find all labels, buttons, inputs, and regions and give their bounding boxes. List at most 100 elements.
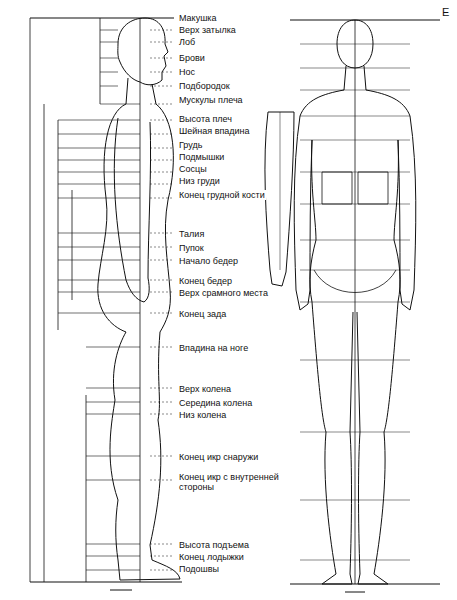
body-part-label: Шейная впадина [178, 126, 251, 136]
body-part-label: Нос [178, 67, 196, 77]
figure-line [150, 160, 174, 161]
figure-line [150, 402, 174, 403]
body-part-label: Лоб [178, 37, 196, 47]
figure-line [300, 240, 410, 241]
figure-line [58, 247, 140, 248]
figure-line [58, 280, 140, 281]
figure-line [150, 58, 174, 59]
figure-line [100, 104, 140, 105]
body-part-label: Низ колена [178, 410, 227, 420]
body-part-label: Сосцы [178, 164, 208, 174]
body-part-label: Макушка [178, 13, 218, 23]
figure-line [312, 302, 353, 584]
body-part-label: Высота подъема [178, 540, 250, 550]
figure-line [398, 116, 416, 310]
figure-line [300, 44, 410, 45]
figure-line [58, 313, 140, 314]
body-part-label: Брови [178, 53, 206, 63]
figure-line [300, 204, 410, 205]
figure-line [86, 414, 140, 415]
figure-line [58, 292, 140, 293]
figure-line [100, 18, 101, 104]
figure-line [300, 90, 410, 116]
figure-line [100, 42, 118, 43]
plate-letter: E [441, 6, 450, 18]
figure-line [300, 172, 410, 173]
figure-line [150, 30, 174, 31]
figure-line [86, 347, 140, 348]
figure-line [150, 292, 174, 293]
figure-line [58, 120, 59, 330]
figure-line [280, 112, 281, 270]
figure-line [300, 432, 410, 433]
figure-line [150, 198, 174, 199]
body-part-label: Конец бедер [178, 276, 233, 286]
figure-line [100, 30, 118, 31]
figure-line [290, 583, 440, 584]
figure-line [150, 313, 174, 314]
body-part-label: Конец икр с внутренней стороны [178, 472, 280, 492]
body-part-label: Верх затылка [178, 25, 237, 35]
figure-line [357, 302, 398, 584]
figure-line [300, 140, 410, 141]
figure-line [265, 112, 294, 286]
figure-line [30, 17, 174, 18]
figure-line [150, 247, 174, 248]
figure-line [86, 544, 140, 545]
body-part-label: Конец икр снаружи [178, 452, 259, 462]
figure-line [58, 184, 140, 185]
figure-line [150, 544, 174, 545]
figure-line [150, 570, 174, 571]
figure-line [86, 456, 140, 457]
figure-line [150, 556, 174, 557]
figure-line [344, 66, 366, 90]
figure-line [322, 172, 388, 204]
body-part-label: Конец грудной кости [178, 190, 266, 200]
figure-line [150, 347, 174, 348]
body-part-label: Начало бедер [178, 256, 239, 266]
figure-line [72, 190, 73, 300]
figure-line [150, 148, 174, 149]
figure-line [150, 120, 174, 121]
body-part-label: Конец лодыжки [178, 552, 245, 562]
figure-line [300, 302, 410, 303]
figure-line [150, 233, 174, 234]
figure-line [100, 86, 118, 87]
body-part-label: Конец зада [178, 309, 227, 319]
figure-line [300, 116, 410, 117]
body-part-label: Середина колена [178, 398, 253, 408]
figure-line [300, 500, 410, 501]
body-part-label: Высота плеч [178, 114, 233, 124]
figure-line [300, 560, 410, 561]
figure-line [30, 18, 31, 582]
figure-line [290, 19, 440, 20]
figure-line [100, 58, 118, 59]
body-part-label: Низ груди [178, 176, 221, 186]
figure-line [44, 104, 45, 582]
figure-line [86, 556, 140, 557]
figure-line [150, 104, 174, 105]
figure-line [150, 456, 174, 457]
figure-line [150, 42, 174, 43]
figure-line [150, 184, 174, 185]
figure-line [300, 68, 410, 69]
figure-line [150, 260, 174, 261]
figure-line [300, 360, 410, 361]
figure-line [100, 72, 118, 73]
figure-line [114, 118, 150, 302]
figure-line [30, 581, 182, 582]
figure-line [58, 233, 140, 234]
figure-line [86, 570, 140, 571]
figure-line [150, 86, 174, 87]
body-part-label: Талия [178, 229, 205, 239]
figure-line [58, 148, 140, 149]
figure-line [58, 172, 140, 173]
body-part-label: Подошвы [178, 564, 220, 574]
body-part-label: Пупок [178, 243, 205, 253]
body-part-label: Мускулы плеча [178, 95, 244, 105]
figure-line [150, 72, 174, 73]
figure-line [58, 260, 140, 261]
figure-line [150, 280, 174, 281]
body-part-label: Подмышки [178, 152, 225, 162]
